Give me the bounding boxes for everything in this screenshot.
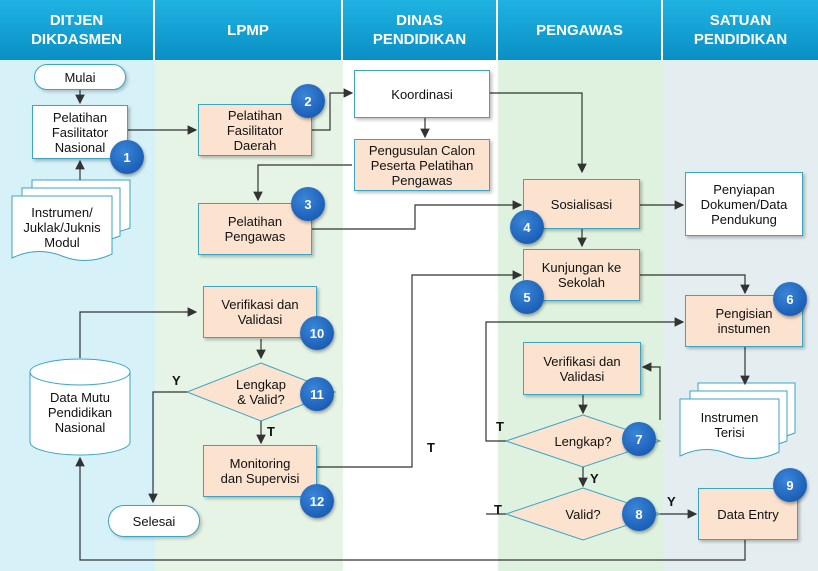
verifikasi-lpmp-box: Verifikasi dan Validasi xyxy=(203,286,317,338)
lane-header-dinas: DINAS PENDIDIKAN xyxy=(343,0,498,60)
edge-label-y-lengkap: Y xyxy=(590,471,599,486)
instrumen-modul-label: Instrumen/ Juklak/Juknis Modul xyxy=(23,204,101,250)
edge-label-y-lpmp: Y xyxy=(172,373,181,388)
data-entry-box: Data Entry xyxy=(698,488,798,540)
step-badge-5: 5 xyxy=(510,280,544,314)
step-badge-12: 12 xyxy=(300,484,334,518)
step-badge-3: 3 xyxy=(291,187,325,221)
pengusulan-box: Pengusulan Calon Peserta Pelatihan Penga… xyxy=(354,139,490,191)
monitoring-box: Monitoring dan Supervisi xyxy=(203,445,317,497)
data-mutu-label: Data Mutu Pendidikan Nasional xyxy=(47,389,113,435)
selesai-terminal: Selesai xyxy=(108,505,200,537)
edge-label-t-valid: T xyxy=(494,502,502,517)
edge-label-t-monitoring: T xyxy=(427,440,435,455)
valid-label: Valid? xyxy=(565,506,601,522)
lengkap-label: Lengkap? xyxy=(554,433,612,449)
lane-header-satuan: SATUAN PENDIDIKAN xyxy=(663,0,818,60)
pelatihan-daerah-box: Pelatihan Fasilitator Daerah xyxy=(198,104,312,156)
lane-header-pengawas: PENGAWAS xyxy=(498,0,663,60)
step-badge-6: 6 xyxy=(773,282,807,316)
step-badge-9: 9 xyxy=(773,468,807,502)
step-badge-10: 10 xyxy=(300,316,334,350)
data-mutu-database xyxy=(29,358,131,456)
koordinasi-box: Koordinasi xyxy=(354,70,490,118)
edge-label-t-lengkap: T xyxy=(496,419,504,434)
lengkap-valid-label: Lengkap & Valid? xyxy=(236,377,286,407)
instrumen-modul-document xyxy=(11,179,131,261)
lane-header-lpmp: LPMP xyxy=(155,0,343,60)
edge-label-t-lpmp: T xyxy=(267,424,275,439)
verifikasi-pengawas-box: Verifikasi dan Validasi xyxy=(523,342,641,395)
step-badge-11: 11 xyxy=(300,377,334,411)
edge-label-y-valid: Y xyxy=(667,494,676,509)
mulai-terminal: Mulai xyxy=(34,64,126,90)
step-badge-7: 7 xyxy=(622,422,656,456)
instrumen-terisi-document xyxy=(679,382,796,459)
step-badge-2: 2 xyxy=(291,84,325,118)
penyiapan-box: Penyiapan Dokumen/Data Pendukung xyxy=(685,172,803,236)
step-badge-1: 1 xyxy=(110,140,144,174)
step-badge-8: 8 xyxy=(622,497,656,531)
lane-header-ditjen: DITJEN DIKDASMEN xyxy=(0,0,155,60)
step-badge-4: 4 xyxy=(510,210,544,244)
instrumen-terisi-label: Instrumen Terisi xyxy=(700,410,759,440)
